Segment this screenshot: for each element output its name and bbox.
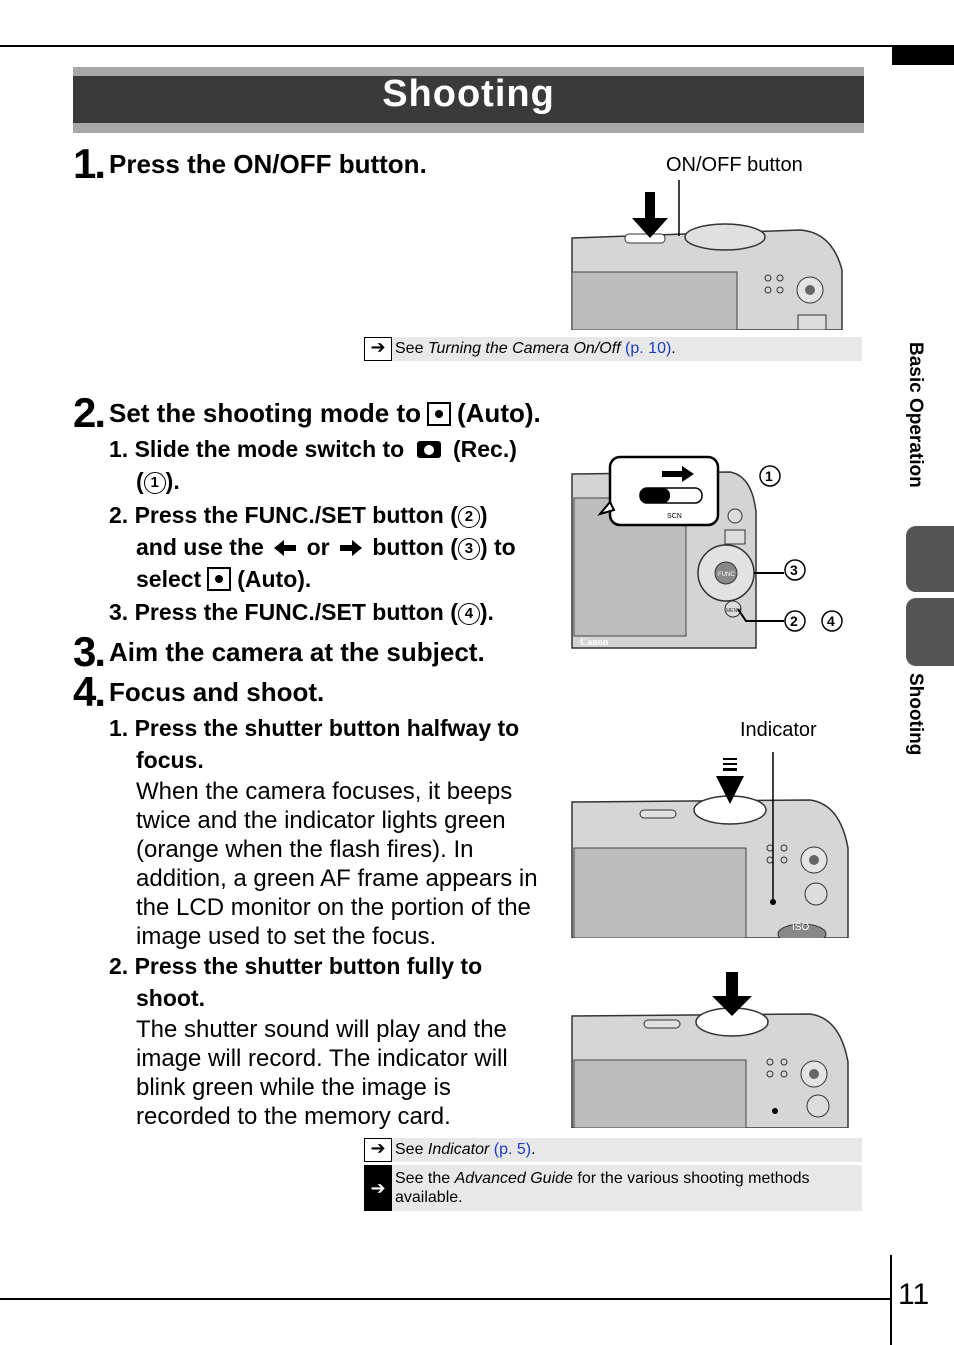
step-4-sub-1-title-b: focus. [136, 747, 204, 773]
note-3-post: for the various shooting methods [572, 1170, 810, 1187]
step-2-sub-1-line2: (1). [136, 468, 180, 494]
circled-number: 4 [457, 603, 480, 625]
note-1-pre: See [395, 340, 428, 357]
step-4-sub-2-body: The shutter sound will play and the imag… [136, 1016, 508, 1130]
step-4-sub-1-body: When the camera focuses, it beeps twice … [136, 778, 538, 950]
circled-number: 2 [457, 506, 480, 528]
note-arrow-icon: ➔ [364, 1165, 392, 1211]
step-2-number: 2. [73, 389, 106, 436]
camera-rec-icon [416, 441, 441, 458]
note-arrow-icon: ➔ [364, 1138, 392, 1162]
camera-top-illustration-2: ISO [571, 752, 849, 938]
step-2-sub-1: 1. Slide the mode switch to (Rec.) [109, 436, 517, 462]
step-2-heading: Set the shooting mode to(Auto). [109, 398, 541, 428]
step-4-sub-2-title-b: shoot. [136, 985, 205, 1011]
sidebar-subsection-label: Shooting [905, 673, 926, 756]
step-1-number: 1. [73, 140, 106, 187]
callout-2: 2 [790, 613, 798, 629]
note-2-link[interactable]: (p. 5) [493, 1141, 532, 1158]
bottom-rule [0, 1298, 892, 1300]
note-2: ➔ See Indicator (p. 5). [364, 1138, 862, 1162]
note-2-pre: See [395, 1141, 428, 1158]
step-4-number: 4. [73, 668, 106, 715]
note-2-em: Indicator [427, 1141, 490, 1158]
iso-label: ISO [792, 922, 809, 933]
note-3-line2: available. [395, 1189, 463, 1206]
indicator-label: Indicator [740, 719, 817, 741]
circled-number: 1 [143, 472, 166, 494]
step-2-sub-2: 2. Press the FUNC./SET button (2) [109, 502, 488, 528]
top-tab [892, 45, 954, 65]
note-2-post: . [531, 1141, 536, 1158]
sidebar-section-label: Basic Operation [905, 342, 926, 488]
scn-label: SCN [667, 513, 682, 520]
page-number-divider [890, 1255, 892, 1345]
page-number: 11 [898, 1278, 930, 1311]
note-1-em: Turning the Camera On/Off [427, 340, 621, 357]
auto-mode-icon [427, 402, 451, 426]
func-button-label: FUNC [718, 572, 735, 578]
left-arrow-icon [274, 540, 297, 556]
auto-mode-icon [207, 567, 232, 591]
step-2-sub-3: 3. Press the FUNC./SET button (4). [109, 599, 494, 625]
step-4-sub-2-title-a: 2. Press the shutter button fully to [109, 953, 483, 979]
callout-3: 3 [790, 562, 798, 578]
title-bar: Shooting [73, 67, 864, 133]
step-4-sub-1-title-a: 1. Press the shutter button halfway to [109, 715, 520, 741]
step-2-sub-2-line3: select(Auto). [136, 566, 312, 592]
step-3-number: 3. [73, 628, 106, 675]
step-1-heading: Press the ON/OFF button. [109, 149, 427, 179]
callout-1: 1 [765, 468, 773, 484]
note-1: ➔ See Turning the Camera On/Off (p. 10). [364, 337, 862, 361]
note-3: ➔ See the Advanced Guide for the various… [364, 1165, 862, 1211]
step-2-sub-2-line2: and use the or button (3) to [136, 534, 516, 560]
callout-4: 4 [827, 613, 835, 629]
note-3-pre: See the [395, 1170, 455, 1187]
note-3-em: Advanced Guide [454, 1170, 573, 1187]
circled-number: 3 [457, 538, 480, 560]
camera-top-illustration-1 [571, 180, 843, 330]
note-1-post: . [671, 340, 676, 357]
sidebar-tab-shooting[interactable] [906, 598, 954, 666]
top-rule [0, 45, 892, 47]
note-arrow-icon: ➔ [364, 337, 392, 361]
step-4-heading: Focus and shoot. [109, 677, 325, 707]
note-1-link[interactable]: (p. 10) [625, 340, 672, 357]
page-title: Shooting [382, 73, 555, 115]
camera-top-illustration-3 [571, 972, 849, 1128]
right-arrow-icon [339, 540, 362, 556]
camera-brand-label: Canon [580, 637, 609, 648]
sidebar-tab-basic-operation[interactable] [906, 526, 954, 592]
step-3-heading: Aim the camera at the subject. [109, 637, 485, 667]
menu-button-label: MENU [726, 608, 741, 614]
onoff-label: ON/OFF button [666, 154, 803, 176]
camera-back-illustration: Canon FUNC MENU SCN 1 3 2 4 [571, 455, 843, 649]
